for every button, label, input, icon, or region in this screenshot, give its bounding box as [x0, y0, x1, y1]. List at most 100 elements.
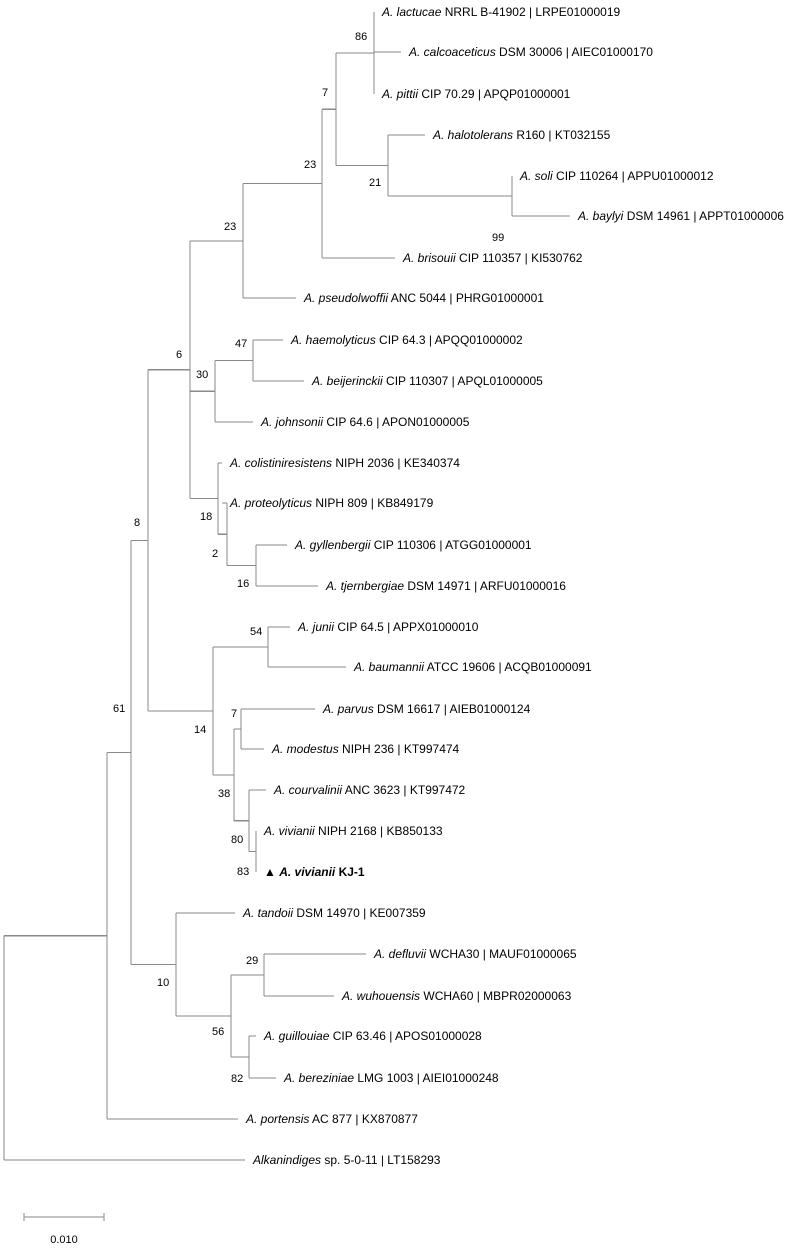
taxon-species: A. haemolyticus [290, 333, 376, 347]
taxon-species: A. guillouiae [263, 1029, 330, 1043]
taxon-strain-accession: DSM 30006 | AIEC01000170 [496, 45, 654, 59]
taxon-species: A. vivianii [263, 824, 315, 838]
taxon-species: A. lactucae [381, 5, 442, 19]
taxon-strain-accession: CIP 63.46 | APOS01000028 [329, 1029, 482, 1043]
taxon-strain-accession: DSM 16617 | AIEB01000124 [374, 702, 531, 716]
taxon-strain-accession: ANC 5044 | PHRG01000001 [388, 291, 544, 305]
taxon-species: A. proteolyticus [229, 496, 312, 510]
taxon-species: A. brisouii [402, 251, 456, 265]
taxon-species: A. halotolerans [432, 128, 513, 142]
bootstrap-value: 30 [196, 369, 208, 381]
taxon-strain-accession: DSM 14970 | KE007359 [293, 906, 426, 920]
taxon-label: A. guillouiae CIP 63.46 | APOS01000028 [263, 1029, 482, 1043]
taxon-strain-accession: WCHA60 | MBPR02000063 [420, 989, 572, 1003]
bootstrap-value: 47 [235, 338, 247, 350]
taxon-label: A. vivianii NIPH 2168 | KB850133 [263, 824, 443, 838]
taxon-species: A. baylyi [577, 209, 624, 223]
taxon-species: A. colistiniresistens [229, 456, 332, 470]
taxon-label: A. wuhouensis WCHA60 | MBPR02000063 [341, 989, 572, 1003]
taxon-strain-accession: DSM 14961 | APPT01000006 [623, 209, 784, 223]
triangle-marker-icon: ▲ [264, 865, 279, 879]
bootstrap-value: 2 [212, 548, 218, 560]
taxon-species: A. parvus [322, 702, 374, 716]
taxon-label: A. baylyi DSM 14961 | APPT01000006 [577, 209, 784, 223]
taxon-species: A. soli [519, 169, 553, 183]
taxon-strain-accession: R160 | KT032155 [513, 128, 611, 142]
bootstrap-value: 61 [113, 703, 125, 715]
bootstrap-value: 23 [224, 221, 236, 233]
bootstrap-value: 56 [212, 1026, 224, 1038]
taxon-strain-accession: CIP 110307 | APQL01000005 [383, 374, 543, 388]
taxon-strain-accession: CIP 70.29 | APQP01000001 [418, 87, 571, 101]
taxon-label: A. modestus NIPH 236 | KT997474 [271, 742, 460, 756]
taxon-label: A. brisouii CIP 110357 | KI530762 [402, 251, 583, 265]
bootstrap-value: 82 [231, 1073, 243, 1085]
taxon-strain-accession: CIP 64.5 | APPX01000010 [334, 620, 479, 634]
taxon-strain-accession: CIP 110264 | APPU01000012 [553, 169, 714, 183]
tree-branches [3, 12, 570, 1161]
taxon-label: ▲ A. vivianii KJ-1 [264, 865, 365, 879]
taxon-label: A. gyllenbergii CIP 110306 | ATGG0100000… [294, 538, 532, 552]
bootstrap-value: 10 [157, 977, 169, 989]
bootstrap-value: 8 [134, 517, 140, 529]
taxon-strain-accession: CIP 64.3 | APQQ01000002 [376, 333, 523, 347]
taxon-strain-accession: NIPH 2168 | KB850133 [315, 824, 443, 838]
bootstrap-values: 8699217232347301621865478380381482982561… [113, 31, 504, 1085]
taxon-species: A. pittii [381, 87, 418, 101]
taxon-species: A. defluvii [373, 947, 426, 961]
taxon-label: A. baumannii ATCC 19606 | ACQB01000091 [353, 660, 592, 674]
bootstrap-value: 7 [322, 87, 328, 99]
taxon-strain-accession: DSM 14971 | ARFU01000016 [404, 579, 566, 593]
taxon-strain-accession: LMG 1003 | AIEI01000248 [354, 1071, 499, 1085]
taxon-strain-accession: KJ-1 [335, 865, 365, 879]
taxon-label: A. tandoii DSM 14970 | KE007359 [242, 906, 426, 920]
taxon-species: A. baumannii [353, 660, 424, 674]
taxon-species: A. tandoii [242, 906, 293, 920]
taxon-species: A. wuhouensis [341, 989, 420, 1003]
scale-bar: 0.010 [23, 1213, 105, 1246]
bootstrap-value: 99 [492, 232, 504, 244]
taxon-label: Alkanindiges sp. 5-0-11 | LT158293 [252, 1153, 441, 1167]
bootstrap-value: 23 [304, 159, 316, 171]
taxon-strain-accession: NIPH 809 | KB849179 [312, 496, 434, 510]
bootstrap-value: 14 [194, 724, 206, 736]
taxon-label: A. parvus DSM 16617 | AIEB01000124 [322, 702, 531, 716]
taxon-strain-accession: NIPH 2036 | KE340374 [332, 456, 460, 470]
taxon-species: A. tjernbergiae [325, 579, 404, 593]
taxon-species: A. portensis [245, 1112, 309, 1126]
bootstrap-value: 6 [176, 349, 182, 361]
taxon-strain-accession: CIP 110306 | ATGG01000001 [370, 538, 532, 552]
bootstrap-value: 18 [200, 511, 212, 523]
taxon-label: A. defluvii WCHA30 | MAUF01000065 [373, 947, 577, 961]
bootstrap-value: 7 [231, 708, 237, 720]
taxon-species: A. beijerinckii [311, 374, 383, 388]
taxon-strain-accession: NRRL B-41902 | LRPE01000019 [441, 5, 620, 19]
taxon-label: A. halotolerans R160 | KT032155 [432, 128, 611, 142]
taxon-label: A. beijerinckii CIP 110307 | APQL0100000… [311, 374, 543, 388]
taxon-strain-accession: ATCC 19606 | ACQB01000091 [424, 660, 592, 674]
taxon-species: A. vivianii [278, 865, 336, 879]
taxon-species: A. bereziniae [283, 1071, 354, 1085]
taxon-labels: A. lactucae NRRL B-41902 | LRPE01000019A… [229, 5, 784, 1167]
taxon-species: A. gyllenbergii [294, 538, 371, 552]
taxon-strain-accession: CIP 110357 | KI530762 [456, 251, 583, 265]
taxon-label: A. pittii CIP 70.29 | APQP01000001 [381, 87, 571, 101]
taxon-label: A. johnsonii CIP 64.6 | APON01000005 [260, 415, 470, 429]
taxon-strain-accession: WCHA30 | MAUF01000065 [426, 947, 577, 961]
taxon-strain-accession: AC 877 | KX870877 [309, 1112, 418, 1126]
taxon-strain-accession: sp. 5-0-11 | LT158293 [321, 1153, 441, 1167]
taxon-species: A. pseudolwoffii [303, 291, 388, 305]
bootstrap-value: 83 [237, 866, 249, 878]
taxon-label: A. proteolyticus NIPH 809 | KB849179 [229, 496, 434, 510]
scale-bar-label: 0.010 [50, 1234, 78, 1246]
bootstrap-value: 29 [246, 955, 258, 967]
taxon-label: A. courvalinii ANC 3623 | KT997472 [273, 783, 466, 797]
bootstrap-value: 21 [369, 177, 381, 189]
taxon-label: A. junii CIP 64.5 | APPX01000010 [297, 620, 479, 634]
taxon-label: A. calcoaceticus DSM 30006 | AIEC0100017… [408, 45, 653, 59]
taxon-strain-accession: ANC 3623 | KT997472 [342, 783, 466, 797]
taxon-label: A. tjernbergiae DSM 14971 | ARFU01000016 [325, 579, 566, 593]
taxon-species: Alkanindiges [252, 1153, 321, 1167]
taxon-label: A. colistiniresistens NIPH 2036 | KE3403… [229, 456, 460, 470]
